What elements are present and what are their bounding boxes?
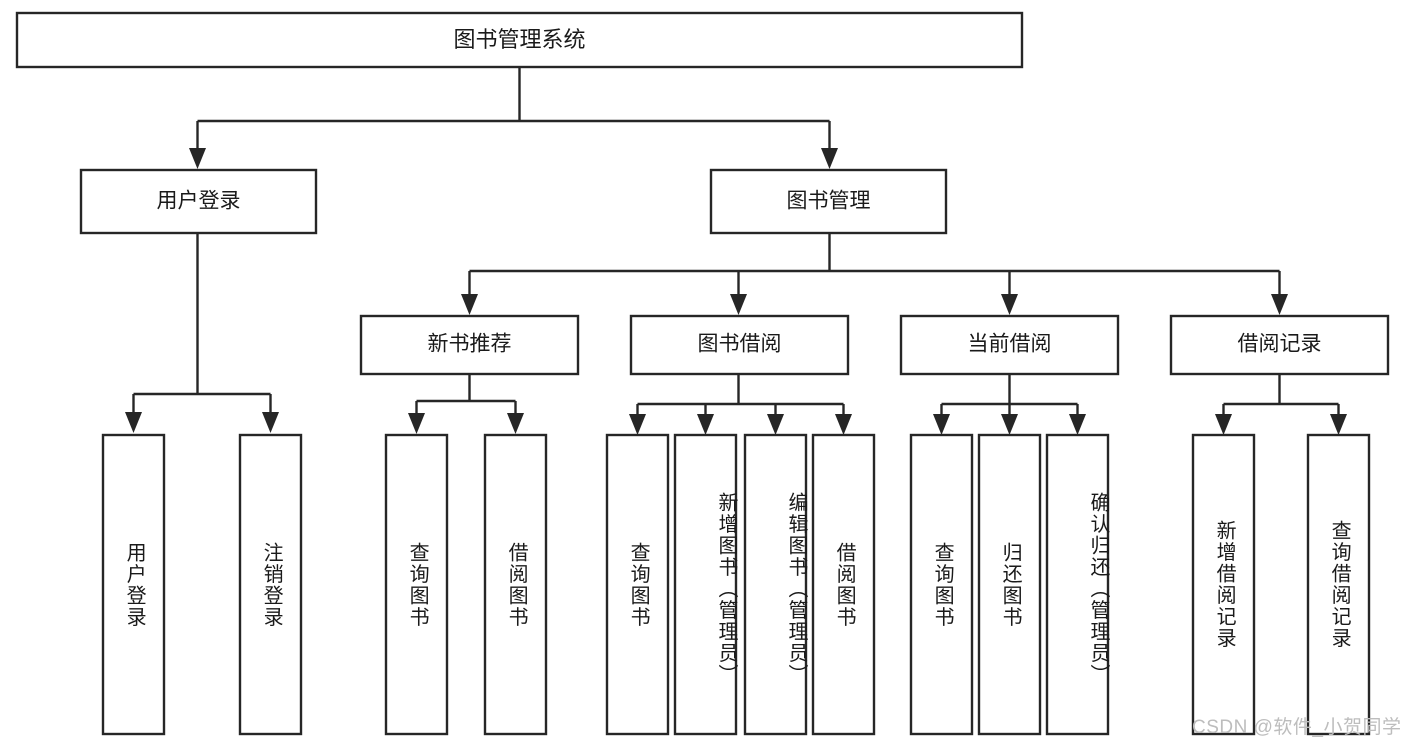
node-leaf-query-book-1-box[interactable]: [384, 433, 449, 736]
node-leaf-user-login-box[interactable]: [101, 433, 166, 736]
node-book-borrow[interactable]: 图书借阅: [629, 314, 850, 376]
node-book-management-box[interactable]: [709, 168, 948, 235]
node-leaf-return-book-box[interactable]: [977, 433, 1042, 736]
arrow-head-leaf-query-book-1: [408, 413, 425, 434]
node-leaf-edit-book-box[interactable]: [743, 433, 808, 736]
node-current-borrow-label: 当前借阅: [968, 333, 1052, 356]
node-leaf-confirm-return-box[interactable]: [1045, 433, 1110, 736]
arrow-head-leaf-user-login: [125, 412, 142, 433]
node-book-management[interactable]: 图书管理: [709, 168, 948, 235]
arrow-head-leaf-borrow-book-2: [835, 414, 852, 435]
node-leaf-logout-login-box[interactable]: [238, 433, 303, 736]
node-user-login[interactable]: 用户登录: [79, 168, 318, 235]
node-current-borrow-box[interactable]: [899, 314, 1120, 376]
node-leaf-query-book-3-box[interactable]: [909, 433, 974, 736]
node-new-book-recommend[interactable]: 新书推荐: [359, 314, 580, 376]
arrow-head-leaf-add-borrow-record: [1215, 414, 1232, 435]
node-leaf-borrow-book-1-box[interactable]: [483, 433, 548, 736]
node-borrow-record-box[interactable]: [1169, 314, 1390, 376]
arrow-head-leaf-query-book-3: [933, 414, 950, 435]
arrow-head-leaf-logout-login: [262, 412, 279, 433]
node-book-borrow-box[interactable]: [629, 314, 850, 376]
arrow-head-current-borrow: [1001, 294, 1018, 315]
node-root-box[interactable]: [15, 11, 1024, 69]
arrow-head-leaf-query-book-2: [629, 414, 646, 435]
node-user-login-label: 用户登录: [157, 190, 241, 213]
node-book-borrow-label: 图书借阅: [698, 333, 782, 356]
arrow-head-leaf-query-borrow-record: [1330, 414, 1347, 435]
node-new-book-recommend-label: 新书推荐: [428, 333, 512, 356]
arrow-head-borrow-record: [1271, 294, 1288, 315]
node-root[interactable]: 图书管理系统: [15, 11, 1024, 69]
arrow-head-leaf-add-book: [697, 414, 714, 435]
arrow-head-leaf-return-book: [1001, 414, 1018, 435]
node-borrow-record[interactable]: 借阅记录: [1169, 314, 1390, 376]
arrow-head-leaf-borrow-book-1: [507, 413, 524, 434]
node-root-label: 图书管理系统: [453, 27, 585, 52]
node-leaf-query-book-2-box[interactable]: [605, 433, 670, 736]
node-new-book-recommend-box[interactable]: [359, 314, 580, 376]
node-leaf-query-borrow-record-box[interactable]: [1306, 433, 1371, 736]
arrow-head-new-book-recommend: [461, 294, 478, 315]
connector-layer: [125, 67, 1347, 435]
node-book-management-label: 图书管理: [787, 190, 871, 213]
arrow-head-leaf-confirm-return: [1069, 414, 1086, 435]
node-leaf-add-book-box[interactable]: [673, 433, 738, 736]
node-user-login-box[interactable]: [79, 168, 318, 235]
node-leaf-borrow-book-2-box[interactable]: [811, 433, 876, 736]
arrow-head-user-login: [189, 148, 206, 169]
node-current-borrow[interactable]: 当前借阅: [899, 314, 1120, 376]
arrow-head-book-management: [821, 148, 838, 169]
csdn-watermark: CSDN @软件_小贺同学: [1192, 717, 1402, 738]
arrow-head-leaf-edit-book: [767, 414, 784, 435]
node-borrow-record-label: 借阅记录: [1238, 333, 1322, 356]
arrow-head-book-borrow: [730, 294, 747, 315]
node-leaf-add-borrow-record-box[interactable]: [1191, 433, 1256, 736]
